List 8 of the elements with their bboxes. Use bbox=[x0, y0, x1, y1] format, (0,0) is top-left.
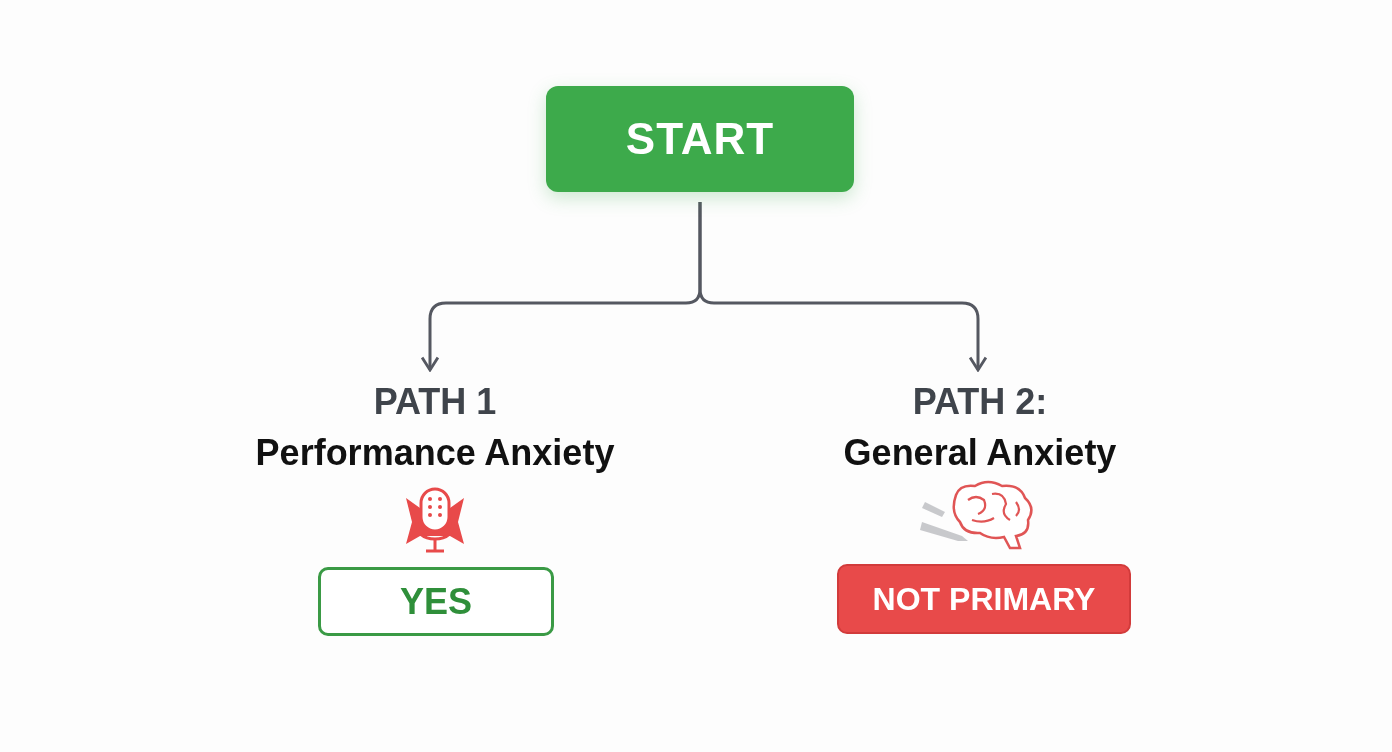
path-number: PATH 1 bbox=[373, 380, 497, 424]
start-box: START bbox=[546, 86, 854, 192]
arrow bbox=[698, 202, 988, 372]
answer-box: NOT PRIMARY bbox=[837, 564, 1131, 634]
path-title: Performance Anxiety bbox=[255, 431, 615, 475]
answer-box: YES bbox=[318, 567, 554, 636]
path-number: PATH 2: bbox=[912, 380, 1048, 424]
path-title: General Anxiety bbox=[843, 431, 1117, 475]
